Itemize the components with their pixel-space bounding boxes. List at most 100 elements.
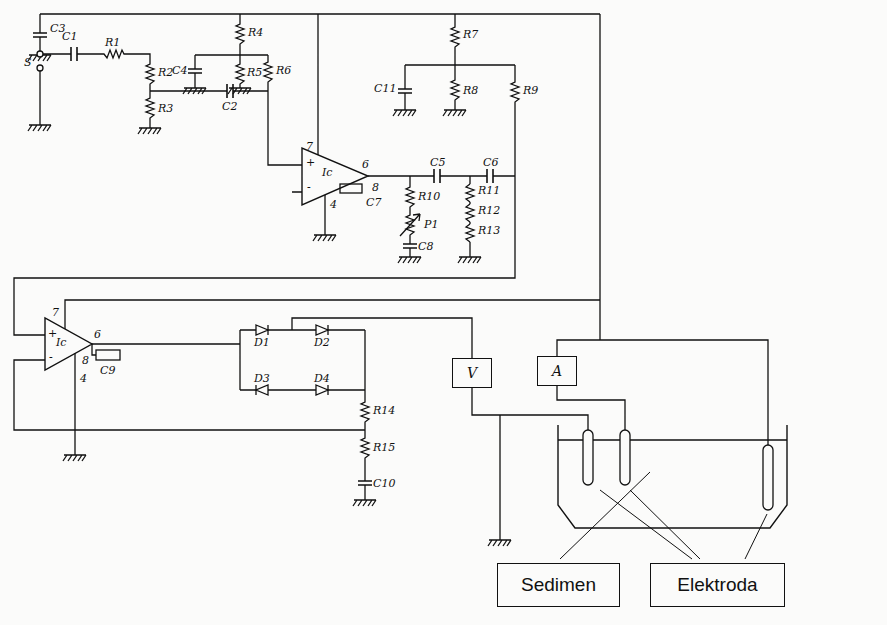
component-label: D1 bbox=[254, 336, 270, 349]
resistor-symbol bbox=[511, 80, 519, 104]
ground-symbol bbox=[353, 500, 376, 506]
pin-number: 6 bbox=[94, 328, 101, 341]
resistor-symbol bbox=[361, 400, 369, 424]
ammeter-box: A bbox=[537, 356, 577, 386]
input-label: S bbox=[24, 56, 32, 69]
component-label: C6 bbox=[483, 156, 498, 169]
pin-number: 6 bbox=[362, 158, 369, 171]
component-label: D3 bbox=[254, 372, 270, 385]
diode-symbol bbox=[316, 325, 328, 335]
opamp-symbol bbox=[45, 318, 92, 370]
ground-symbol bbox=[28, 125, 51, 131]
component-label: C10 bbox=[373, 477, 395, 490]
ground-symbol bbox=[443, 110, 466, 116]
component-label: C1 bbox=[62, 30, 77, 43]
sediment-container bbox=[558, 425, 787, 528]
component-label: C7 bbox=[366, 196, 381, 209]
component-label: C11 bbox=[374, 82, 396, 95]
ic-label: Ic bbox=[322, 166, 333, 179]
diode-symbol bbox=[256, 325, 268, 335]
component-label: D2 bbox=[314, 336, 330, 349]
resistor-symbol bbox=[466, 184, 474, 202]
opamp-symbol bbox=[302, 148, 368, 205]
electrode bbox=[620, 430, 630, 485]
pin-sign: - bbox=[307, 181, 311, 194]
pin-number: 7 bbox=[306, 140, 313, 153]
resistor-symbol bbox=[236, 22, 244, 46]
component-label: R3 bbox=[158, 102, 173, 115]
pin-number: 8 bbox=[82, 354, 89, 367]
ground-symbol bbox=[458, 257, 481, 263]
component-label: R8 bbox=[463, 84, 478, 97]
resistor-symbol bbox=[466, 224, 474, 242]
capacitor-symbol bbox=[340, 184, 362, 193]
capacitor-symbol bbox=[403, 244, 417, 248]
component-label: R15 bbox=[373, 441, 395, 454]
diode-symbol bbox=[316, 385, 328, 395]
component-label: C5 bbox=[430, 156, 445, 169]
component-label: R13 bbox=[478, 224, 500, 237]
resistor-symbol bbox=[451, 25, 459, 49]
component-label: R5 bbox=[247, 66, 262, 79]
ground-symbol bbox=[313, 235, 336, 241]
resistor-symbol bbox=[451, 78, 459, 102]
leader-line bbox=[560, 472, 767, 559]
ground-symbol bbox=[393, 110, 416, 116]
capacitor-symbol bbox=[398, 89, 412, 93]
box-text: Elektroda bbox=[677, 574, 757, 596]
pin-sign: + bbox=[306, 156, 315, 169]
input-terminal bbox=[37, 51, 43, 57]
component-label: R2 bbox=[158, 66, 173, 79]
diode-symbol bbox=[256, 385, 268, 395]
component-label: R6 bbox=[276, 64, 291, 77]
pin-number: 4 bbox=[80, 372, 87, 385]
component-label: C9 bbox=[100, 364, 115, 377]
capacitor-symbol bbox=[358, 481, 372, 485]
component-label: R11 bbox=[478, 184, 500, 197]
ground-symbol bbox=[398, 257, 421, 263]
resistor-symbol bbox=[236, 62, 244, 86]
component-label: R14 bbox=[373, 404, 395, 417]
ground-symbol bbox=[138, 128, 161, 134]
component-label: P1 bbox=[424, 218, 438, 231]
resistor-symbol bbox=[466, 204, 474, 222]
electrode bbox=[583, 430, 593, 485]
pin-number: 7 bbox=[52, 306, 59, 319]
caption-box: Elektroda bbox=[650, 563, 785, 607]
caption-box: Sedimen bbox=[497, 563, 620, 607]
ground-symbol bbox=[228, 88, 251, 94]
component-label: R1 bbox=[105, 36, 120, 49]
pin-number: 8 bbox=[372, 181, 379, 194]
ground-symbol bbox=[183, 88, 206, 94]
box-text: A bbox=[552, 363, 562, 379]
pin-sign: + bbox=[48, 327, 57, 340]
resistor-symbol bbox=[361, 436, 369, 460]
component-label: C4 bbox=[172, 64, 187, 77]
component-label: C8 bbox=[418, 240, 433, 253]
ground-symbol bbox=[63, 455, 86, 461]
component-label: R12 bbox=[478, 204, 500, 217]
capacitor-symbol bbox=[71, 47, 77, 61]
capacitor-symbol bbox=[33, 33, 47, 37]
component-label: R9 bbox=[523, 84, 538, 97]
resistor-symbol bbox=[264, 60, 272, 84]
component-label: R7 bbox=[463, 28, 478, 41]
potentiometer-arrow bbox=[400, 214, 420, 236]
box-text: Sedimen bbox=[521, 574, 596, 596]
voltmeter-box: V bbox=[452, 358, 492, 388]
pin-sign: - bbox=[49, 351, 53, 364]
box-text: V bbox=[467, 365, 477, 381]
component-label: R10 bbox=[418, 190, 440, 203]
component-label: D4 bbox=[314, 372, 330, 385]
component-label: R4 bbox=[248, 26, 263, 39]
ic-label: Ic bbox=[56, 336, 67, 349]
resistor-symbol bbox=[102, 50, 126, 58]
wire bbox=[14, 14, 768, 540]
capacitor-symbol bbox=[434, 169, 440, 183]
capacitor-symbol bbox=[487, 169, 493, 183]
resistor-symbol bbox=[146, 96, 154, 120]
capacitor-symbol bbox=[188, 69, 202, 73]
component-label: C2 bbox=[222, 100, 237, 113]
